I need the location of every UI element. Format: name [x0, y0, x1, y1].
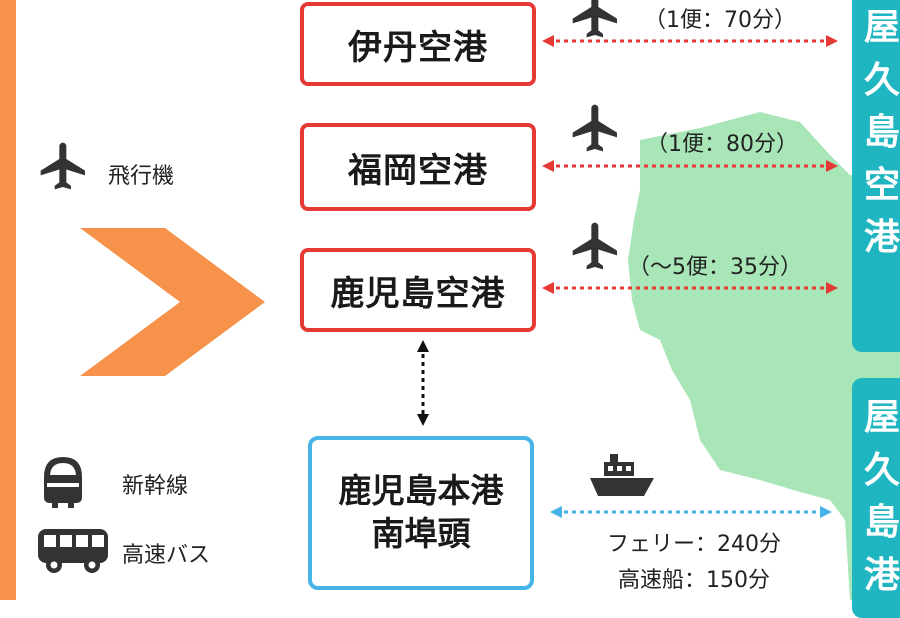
itami-airport-name: 伊丹空港: [348, 27, 488, 68]
chevron-arrow-icon: [80, 228, 265, 376]
airplane-icon: [572, 0, 617, 38]
legend-airplane-label: 飛行機: [108, 164, 175, 189]
dest-port-char: 久: [863, 449, 900, 491]
fukuoka-airport-box: 福岡空港: [300, 123, 536, 211]
dest-port-char: 島: [863, 502, 900, 544]
port-name-line2: 南埠頭: [371, 514, 471, 553]
legend-shinkansen-label: 新幹線: [122, 474, 189, 499]
itami-airport-box: 伊丹空港: [300, 2, 536, 86]
fukuoka-airport-name: 福岡空港: [348, 150, 488, 191]
kagoshima-airport-box: 鹿児島空港: [300, 248, 536, 332]
dest-port-char: 屋: [863, 397, 900, 438]
kagoshima-flight-info: （〜5便：35分）: [628, 255, 802, 280]
itami-flight-info: （1便：70分）: [644, 8, 796, 33]
yakushima-airport-box: 屋 久 島 空 港: [852, 0, 900, 352]
origin-strip: [0, 0, 16, 600]
fukuoka-flight-info: （1便：80分）: [646, 132, 798, 157]
kagoshima-port-box: 鹿児島本港 南埠頭: [308, 436, 534, 590]
dest-airport-char: 港: [863, 217, 900, 259]
airplane-icon: [40, 142, 85, 190]
jetfoil-time-info: 高速船：150分: [618, 568, 770, 593]
yakushima-port-box: 屋 久 島 港: [852, 378, 900, 618]
bus-icon: [38, 529, 108, 573]
kagoshima-airport-name: 鹿児島空港: [330, 273, 506, 314]
ship-icon: [590, 454, 654, 496]
dest-airport-char: 島: [863, 112, 900, 154]
island-map: [628, 112, 900, 600]
route-connectors: [417, 35, 838, 518]
dest-port-char: 港: [863, 554, 900, 596]
shinkansen-icon: [44, 457, 82, 508]
airplane-icon: [572, 222, 617, 270]
port-name-line1: 鹿児島本港: [338, 471, 504, 511]
dest-airport-char: 空: [863, 164, 900, 206]
airplane-icon: [572, 104, 617, 152]
ferry-time-info: フェリー：240分: [607, 532, 781, 557]
legend-bus-label: 高速バス: [122, 543, 211, 568]
dest-airport-char: 屋: [863, 7, 900, 48]
dest-airport-char: 久: [863, 59, 900, 101]
